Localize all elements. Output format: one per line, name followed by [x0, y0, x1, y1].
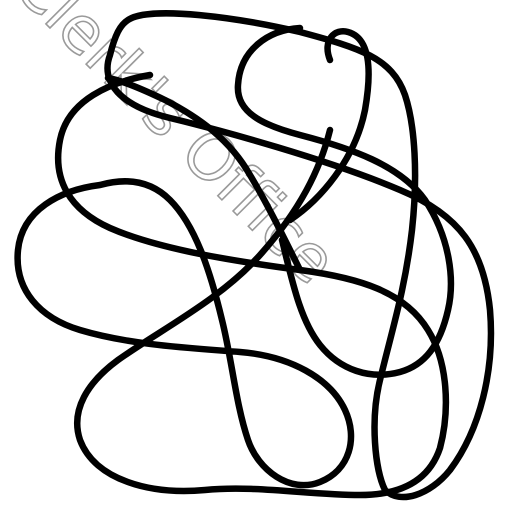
watermark: Clerk's Office: [0, 0, 350, 299]
watermark-text: Clerk's Office: [0, 0, 350, 299]
